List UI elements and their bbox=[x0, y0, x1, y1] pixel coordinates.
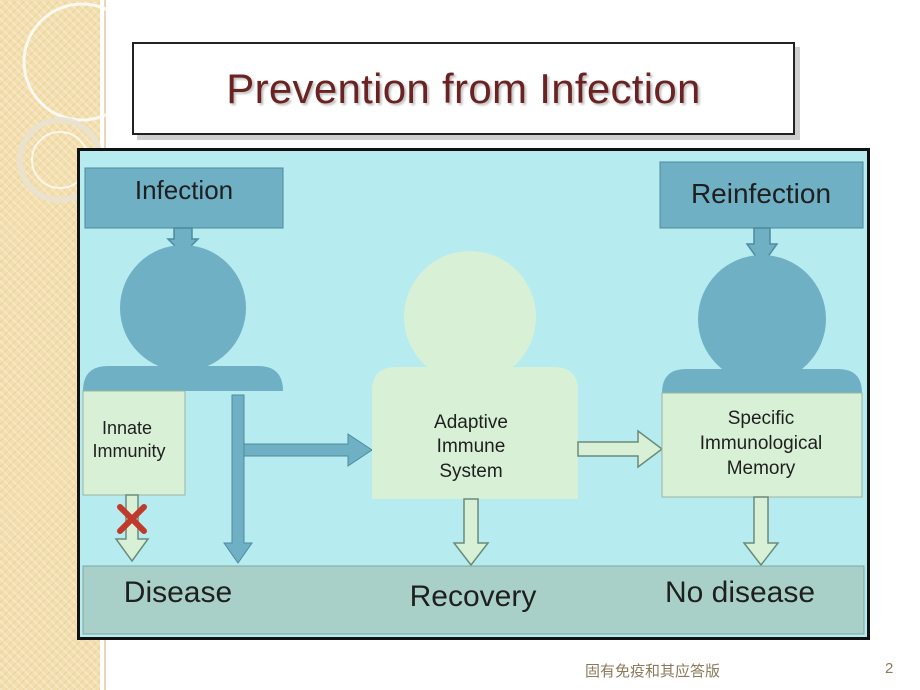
diagram-canvas: Infection Innate Immunity Adaptive Immun… bbox=[80, 151, 867, 637]
footer-text: 固有免疫和其应答版 bbox=[585, 662, 721, 680]
outcome-bar bbox=[82, 565, 865, 635]
page-number: 2 bbox=[885, 660, 894, 677]
blocked-x-icon bbox=[117, 504, 147, 534]
middle-figure-head bbox=[404, 251, 536, 383]
left-figure-head bbox=[120, 245, 246, 371]
memory-box bbox=[661, 392, 863, 498]
adaptive-to-recovery-arrow bbox=[452, 498, 490, 567]
right-figure-shoulders bbox=[662, 369, 862, 393]
memory-label-line1: Specific bbox=[728, 408, 795, 429]
immune-diagram: Infection Innate Immunity Adaptive Immun… bbox=[77, 148, 870, 640]
adaptive-label-line1: Adaptive bbox=[434, 412, 508, 433]
adaptive-label-line3: System bbox=[439, 461, 502, 482]
to-adaptive-arrow bbox=[243, 433, 373, 467]
reinfection-label: Reinfection bbox=[691, 178, 831, 209]
left-figure-shoulders bbox=[83, 366, 283, 391]
middle-figure-shoulders bbox=[372, 367, 578, 391]
memory-to-no-disease-arrow bbox=[742, 496, 780, 567]
adaptive-immune-box bbox=[372, 391, 578, 499]
reinfection-box bbox=[659, 161, 864, 229]
title-box: Prevention from Infection bbox=[132, 42, 795, 135]
slide-title: Prevention from Infection bbox=[226, 64, 701, 112]
outcome-no-disease: No disease bbox=[665, 576, 815, 609]
memory-label-line3: Memory bbox=[727, 458, 796, 479]
outcome-recovery: Recovery bbox=[410, 580, 537, 613]
innate-label-line1: Innate bbox=[102, 418, 152, 438]
innate-immunity-box bbox=[82, 390, 186, 496]
memory-label-line2: Immunological bbox=[700, 433, 823, 454]
innate-label-line2: Immunity bbox=[92, 441, 165, 461]
to-memory-arrow bbox=[577, 429, 664, 469]
outcome-disease: Disease bbox=[124, 576, 232, 609]
infection-label: Infection bbox=[135, 175, 233, 205]
reinfection-arrow bbox=[745, 227, 779, 267]
figure-to-disease-arrow bbox=[223, 394, 253, 564]
infection-box bbox=[84, 167, 284, 229]
innate-to-disease-arrow bbox=[114, 494, 150, 563]
right-figure-head bbox=[698, 255, 826, 383]
adaptive-label-line2: Immune bbox=[437, 436, 506, 457]
